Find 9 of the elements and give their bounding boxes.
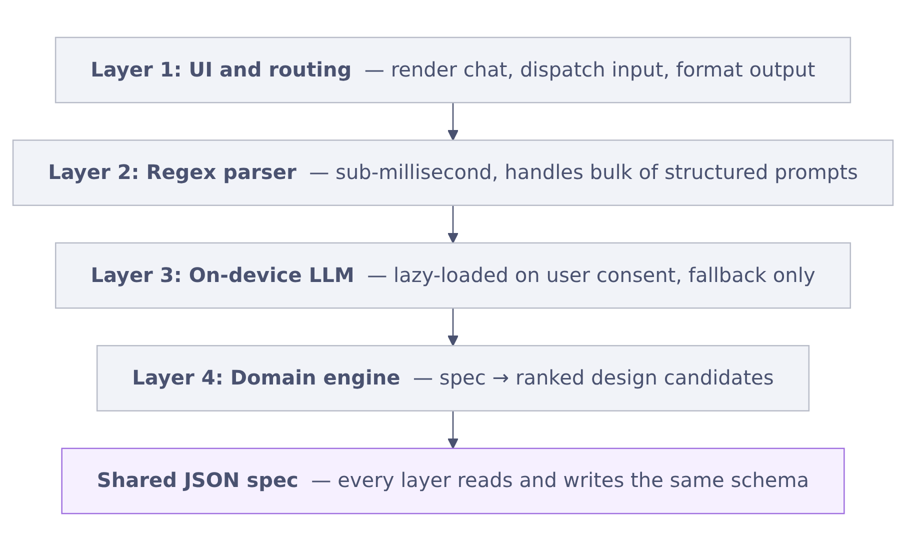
node-box: Layer 4: Domain engine — spec → ranked design candidates xyxy=(96,345,810,412)
node-box: Layer 3: On-device LLM — lazy-loaded on user consent, fallback only xyxy=(54,242,852,309)
arrow xyxy=(447,410,459,449)
arrow xyxy=(447,308,459,346)
node-box: Layer 1: UI and routing — render chat, dispatch input, format output xyxy=(54,36,852,104)
arrow xyxy=(447,102,459,141)
node-box: Layer 2: Regex parser — sub-millisecond, handles bulk of structured prompts xyxy=(12,140,894,206)
node-box: Shared JSON spec — every layer reads and writes the same schema xyxy=(61,448,845,514)
arrow xyxy=(447,205,459,244)
